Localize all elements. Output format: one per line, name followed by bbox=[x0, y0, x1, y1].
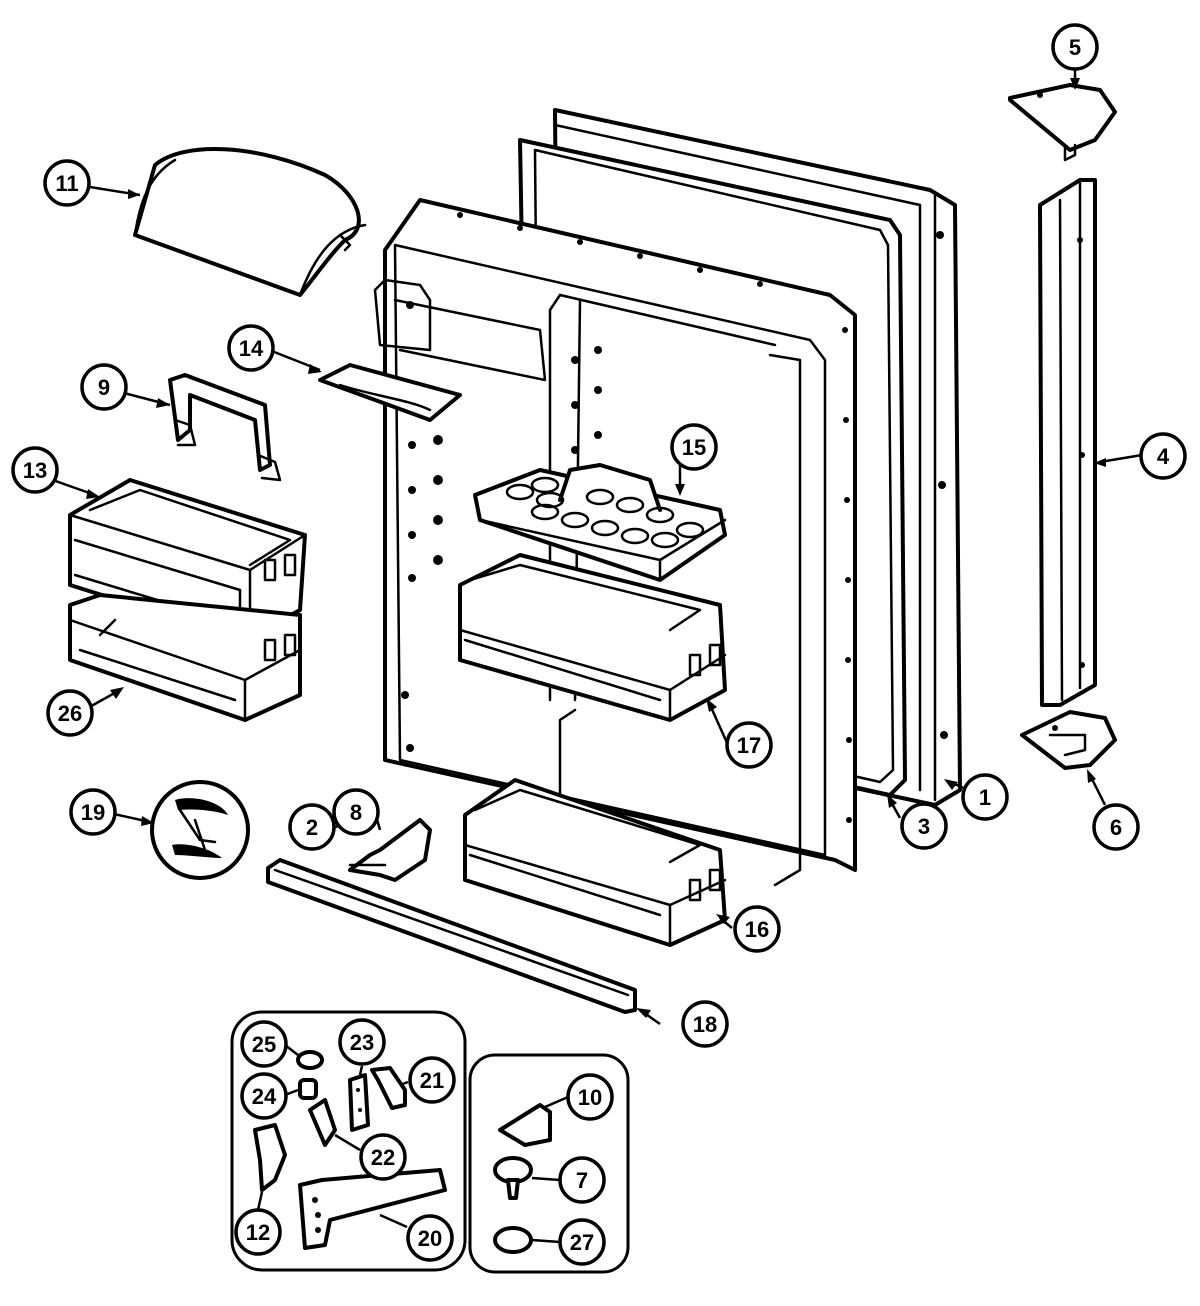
part-hinge-pin bbox=[308, 1098, 337, 1147]
callout-label-9: 9 bbox=[98, 375, 110, 400]
callout-8: 8 bbox=[332, 788, 380, 836]
callout-label-14: 14 bbox=[239, 336, 264, 361]
part-dairy-door bbox=[133, 146, 367, 297]
callout-label-16: 16 bbox=[745, 917, 769, 942]
part-door-cap bbox=[493, 1226, 533, 1254]
callout-16: 16 bbox=[733, 905, 781, 953]
callout-label-25: 25 bbox=[252, 1032, 276, 1057]
callout-19: 19 bbox=[69, 788, 117, 836]
part-detail-magnifier bbox=[150, 780, 250, 880]
part-shelf-clip-bracket bbox=[498, 1103, 552, 1147]
part-hinge-bracket bbox=[298, 1168, 447, 1250]
callout-label-5: 5 bbox=[1069, 35, 1081, 60]
callout-1: 1 bbox=[961, 773, 1009, 821]
part-shelf-retainer-bracket bbox=[168, 373, 282, 482]
callout-label-27: 27 bbox=[570, 1230, 594, 1255]
callout-label-2: 2 bbox=[306, 815, 318, 840]
callout-23: 23 bbox=[338, 1018, 386, 1066]
callout-label-11: 11 bbox=[55, 171, 78, 196]
callout-label-20: 20 bbox=[418, 1226, 442, 1251]
callout-label-22: 22 bbox=[371, 1145, 395, 1170]
callout-label-4: 4 bbox=[1157, 444, 1170, 469]
part-door-plug bbox=[493, 1156, 533, 1200]
callout-5: 5 bbox=[1051, 23, 1099, 71]
callout-27: 27 bbox=[558, 1218, 606, 1266]
callout-24: 24 bbox=[240, 1072, 288, 1120]
callout-label-7: 7 bbox=[576, 1168, 588, 1193]
part-door-shelf-middle bbox=[458, 553, 727, 722]
callout-14: 14 bbox=[227, 324, 275, 372]
part-hinge-plate bbox=[370, 1066, 407, 1110]
callout-10: 10 bbox=[566, 1073, 614, 1121]
part-bottom-trim bbox=[266, 858, 637, 1014]
callout-3: 3 bbox=[900, 802, 948, 850]
callout-label-12: 12 bbox=[246, 1220, 270, 1245]
part-hinge-trim bbox=[1038, 178, 1097, 707]
callout-label-18: 18 bbox=[693, 1012, 717, 1037]
callout-26: 26 bbox=[46, 689, 94, 737]
callout-25: 25 bbox=[240, 1020, 288, 1068]
part-hinge-washer bbox=[296, 1050, 324, 1070]
callout-9: 9 bbox=[80, 363, 128, 411]
callout-label-3: 3 bbox=[918, 814, 930, 839]
callout-17: 17 bbox=[725, 721, 773, 769]
part-dairy-door-bracket bbox=[318, 363, 462, 422]
callout-2: 2 bbox=[288, 803, 336, 851]
part-door-hinge bbox=[253, 1123, 287, 1192]
hinge-hardware-kit-box bbox=[230, 1010, 467, 1272]
part-hinge-bushing bbox=[298, 1078, 318, 1100]
callout-label-6: 6 bbox=[1110, 815, 1122, 840]
part-lower-door-bin bbox=[68, 593, 302, 722]
callout-13: 13 bbox=[11, 446, 59, 494]
callout-label-24: 24 bbox=[252, 1084, 277, 1109]
callout-label-26: 26 bbox=[58, 701, 82, 726]
callout-6: 6 bbox=[1092, 803, 1140, 851]
callout-label-19: 19 bbox=[81, 800, 105, 825]
callout-label-13: 13 bbox=[23, 458, 47, 483]
callout-label-1: 1 bbox=[979, 785, 991, 810]
part-shelf-clip bbox=[348, 818, 432, 882]
callout-11: 11 bbox=[43, 159, 91, 207]
part-egg-tray bbox=[473, 463, 727, 582]
callout-7: 7 bbox=[558, 1156, 606, 1204]
part-hinge-shim bbox=[348, 1073, 370, 1132]
callout-label-21: 21 bbox=[420, 1068, 444, 1093]
callout-label-17: 17 bbox=[737, 733, 761, 758]
part-top-hinge-cover bbox=[1008, 83, 1117, 162]
callout-label-10: 10 bbox=[578, 1085, 602, 1110]
callout-4: 4 bbox=[1139, 432, 1187, 480]
callout-22: 22 bbox=[359, 1133, 407, 1181]
callout-label-8: 8 bbox=[350, 800, 362, 825]
callout-21: 21 bbox=[408, 1056, 456, 1104]
fastener-kit-box bbox=[468, 1053, 630, 1274]
callout-12: 12 bbox=[234, 1208, 282, 1256]
callout-15: 15 bbox=[670, 423, 718, 471]
callout-label-23: 23 bbox=[350, 1030, 374, 1055]
part-bottom-hinge-cover bbox=[1020, 710, 1117, 770]
callout-20: 20 bbox=[406, 1214, 454, 1262]
callout-label-15: 15 bbox=[682, 435, 706, 460]
callout-18: 18 bbox=[681, 1000, 729, 1048]
